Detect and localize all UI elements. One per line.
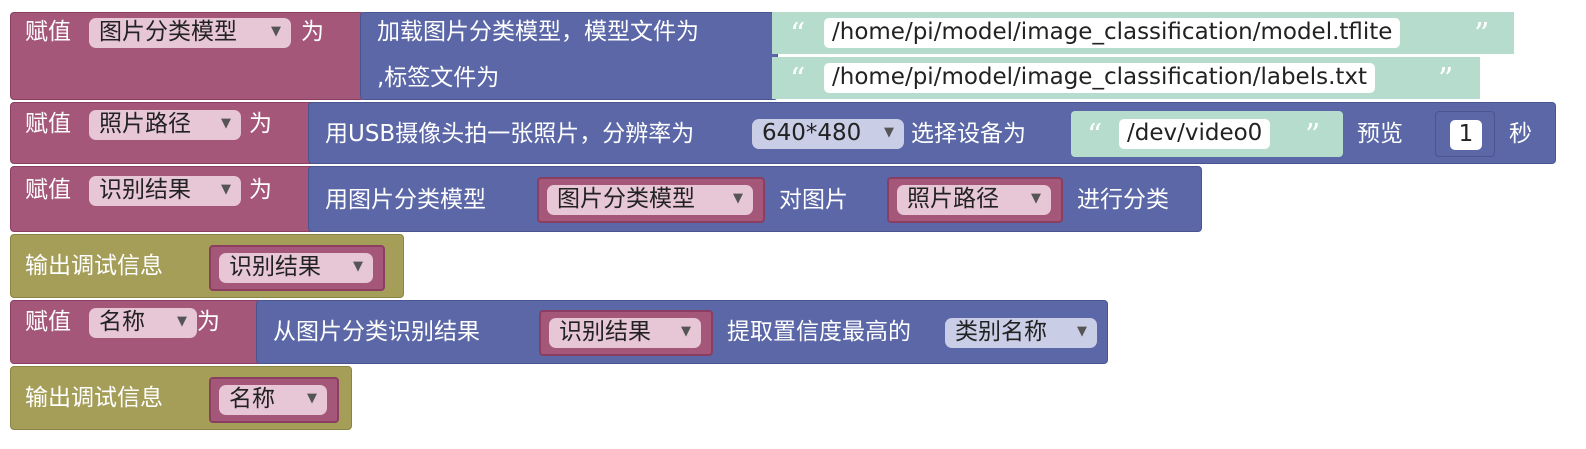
assign-block-photo[interactable]: 赋值 照片路径 ▼ 为 xyxy=(10,102,315,164)
as-label: 为 xyxy=(249,177,272,203)
classify-text-1: 用图片分类模型 xyxy=(325,187,486,213)
variable-dropdown-result[interactable]: 识别结果 ▼ xyxy=(219,253,373,283)
variable-dropdown-label: 照片路径 xyxy=(907,186,999,212)
resolution-label: 640*480 xyxy=(762,120,862,146)
number-block-preview[interactable]: 1 xyxy=(1435,111,1495,157)
load-model-text-2: ,标签文件为 xyxy=(377,65,500,91)
device-field[interactable]: /dev/video0 xyxy=(1119,119,1271,149)
variable-dropdown-label: 名称 xyxy=(229,386,275,412)
labels-path-field[interactable]: /home/pi/model/image_classification/labe… xyxy=(824,63,1376,93)
assign-label: 赋值 xyxy=(25,19,71,45)
text-block-device[interactable]: “ /dev/video0 ” xyxy=(1071,111,1343,157)
model-path-field[interactable]: /home/pi/model/image_classification/mode… xyxy=(824,18,1401,48)
variable-block-result[interactable]: 识别结果 ▼ xyxy=(209,245,385,291)
chevron-down-icon: ▼ xyxy=(307,391,317,406)
close-quote-icon: ” xyxy=(1305,118,1321,153)
variable-dropdown-label: 照片路径 xyxy=(99,111,191,137)
variable-dropdown-label: 名称 xyxy=(99,309,145,335)
chevron-down-icon: ▼ xyxy=(1077,324,1087,339)
resolution-dropdown[interactable]: 640*480 ▼ xyxy=(752,119,904,149)
open-quote-icon: “ xyxy=(790,62,806,97)
close-quote-icon: ” xyxy=(1438,62,1454,97)
chevron-down-icon: ▼ xyxy=(221,116,231,131)
variable-block-photo[interactable]: 照片路径 ▼ xyxy=(887,177,1063,223)
open-quote-icon: “ xyxy=(790,17,806,52)
classify-text-2: 进行分类 xyxy=(1077,187,1169,213)
chevron-down-icon: ▼ xyxy=(271,24,281,39)
as-label: 为 xyxy=(301,19,324,45)
variable-dropdown-photo[interactable]: 照片路径 ▼ xyxy=(897,185,1051,215)
chevron-down-icon: ▼ xyxy=(221,182,231,197)
variable-dropdown-model[interactable]: 图片分类模型 ▼ xyxy=(89,18,291,48)
variable-block-result[interactable]: 识别结果 ▼ xyxy=(539,310,713,356)
text-block-model-path[interactable]: “ /home/pi/model/image_classification/mo… xyxy=(772,12,1514,54)
assign-label: 赋值 xyxy=(25,111,71,137)
variable-block-model[interactable]: 图片分类模型 ▼ xyxy=(537,177,765,223)
assign-block-name[interactable]: 赋值 名称 ▼ 为 xyxy=(10,300,262,364)
chevron-down-icon: ▼ xyxy=(353,259,363,274)
debug-output-block-name[interactable]: 输出调试信息 名称 ▼ xyxy=(10,366,352,430)
preview-label: 预览 xyxy=(1357,121,1403,147)
assign-label: 赋值 xyxy=(25,177,71,203)
variable-dropdown-label: 图片分类模型 xyxy=(99,19,237,45)
variable-dropdown-name[interactable]: 名称 ▼ xyxy=(89,308,197,338)
preview-seconds-field[interactable]: 1 xyxy=(1450,120,1482,150)
device-label: 选择设备为 xyxy=(911,121,1026,147)
chevron-down-icon: ▼ xyxy=(884,125,894,140)
variable-dropdown-label: 识别结果 xyxy=(229,254,321,280)
variable-dropdown-result[interactable]: 识别结果 ▼ xyxy=(89,176,241,206)
classify-image-block[interactable]: 用图片分类模型 图片分类模型 ▼ 对图片 照片路径 ▼ 进行分类 xyxy=(308,166,1202,232)
load-model-text-1: 加载图片分类模型，模型文件为 xyxy=(377,19,699,45)
variable-dropdown-label: 图片分类模型 xyxy=(557,186,695,212)
field-dropdown-label: 类别名称 xyxy=(955,319,1047,345)
variable-block-name[interactable]: 名称 ▼ xyxy=(209,377,339,423)
capture-photo-block[interactable]: 用USB摄像头拍一张照片，分辨率为 640*480 ▼ 选择设备为 “ /dev… xyxy=(308,102,1556,164)
text-block-labels-path[interactable]: “ /home/pi/model/image_classification/la… xyxy=(772,57,1480,99)
as-label: 为 xyxy=(249,111,272,137)
open-quote-icon: “ xyxy=(1087,118,1103,153)
debug-label: 输出调试信息 xyxy=(25,253,163,279)
chevron-down-icon: ▼ xyxy=(1031,191,1041,206)
variable-dropdown-photo[interactable]: 照片路径 ▼ xyxy=(89,110,241,140)
load-model-block[interactable]: 加载图片分类模型，模型文件为 ,标签文件为 xyxy=(360,12,778,100)
debug-label: 输出调试信息 xyxy=(25,385,163,411)
assign-block-model[interactable]: 赋值 图片分类模型 ▼ 为 xyxy=(10,12,365,100)
variable-dropdown-model[interactable]: 图片分类模型 ▼ xyxy=(547,185,753,215)
extract-text-1: 从图片分类识别结果 xyxy=(273,319,480,345)
assign-block-result[interactable]: 赋值 识别结果 ▼ 为 xyxy=(10,166,315,232)
variable-dropdown-label: 识别结果 xyxy=(559,319,651,345)
variable-dropdown-result[interactable]: 识别结果 ▼ xyxy=(549,318,701,348)
variable-dropdown-name[interactable]: 名称 ▼ xyxy=(219,385,327,415)
extract-text-2: 提取置信度最高的 xyxy=(727,319,911,345)
capture-text: 用USB摄像头拍一张照片，分辨率为 xyxy=(325,121,695,147)
debug-output-block-result[interactable]: 输出调试信息 识别结果 ▼ xyxy=(10,234,404,298)
extract-top-result-block[interactable]: 从图片分类识别结果 识别结果 ▼ 提取置信度最高的 类别名称 ▼ xyxy=(256,300,1108,364)
as-label: 为 xyxy=(197,309,220,335)
to-image-label: 对图片 xyxy=(779,187,848,213)
close-quote-icon: ” xyxy=(1474,17,1490,52)
field-dropdown[interactable]: 类别名称 ▼ xyxy=(945,318,1097,348)
chevron-down-icon: ▼ xyxy=(733,191,743,206)
variable-dropdown-label: 识别结果 xyxy=(99,177,191,203)
chevron-down-icon: ▼ xyxy=(177,314,187,329)
chevron-down-icon: ▼ xyxy=(681,324,691,339)
assign-label: 赋值 xyxy=(25,309,71,335)
seconds-label: 秒 xyxy=(1509,121,1532,147)
